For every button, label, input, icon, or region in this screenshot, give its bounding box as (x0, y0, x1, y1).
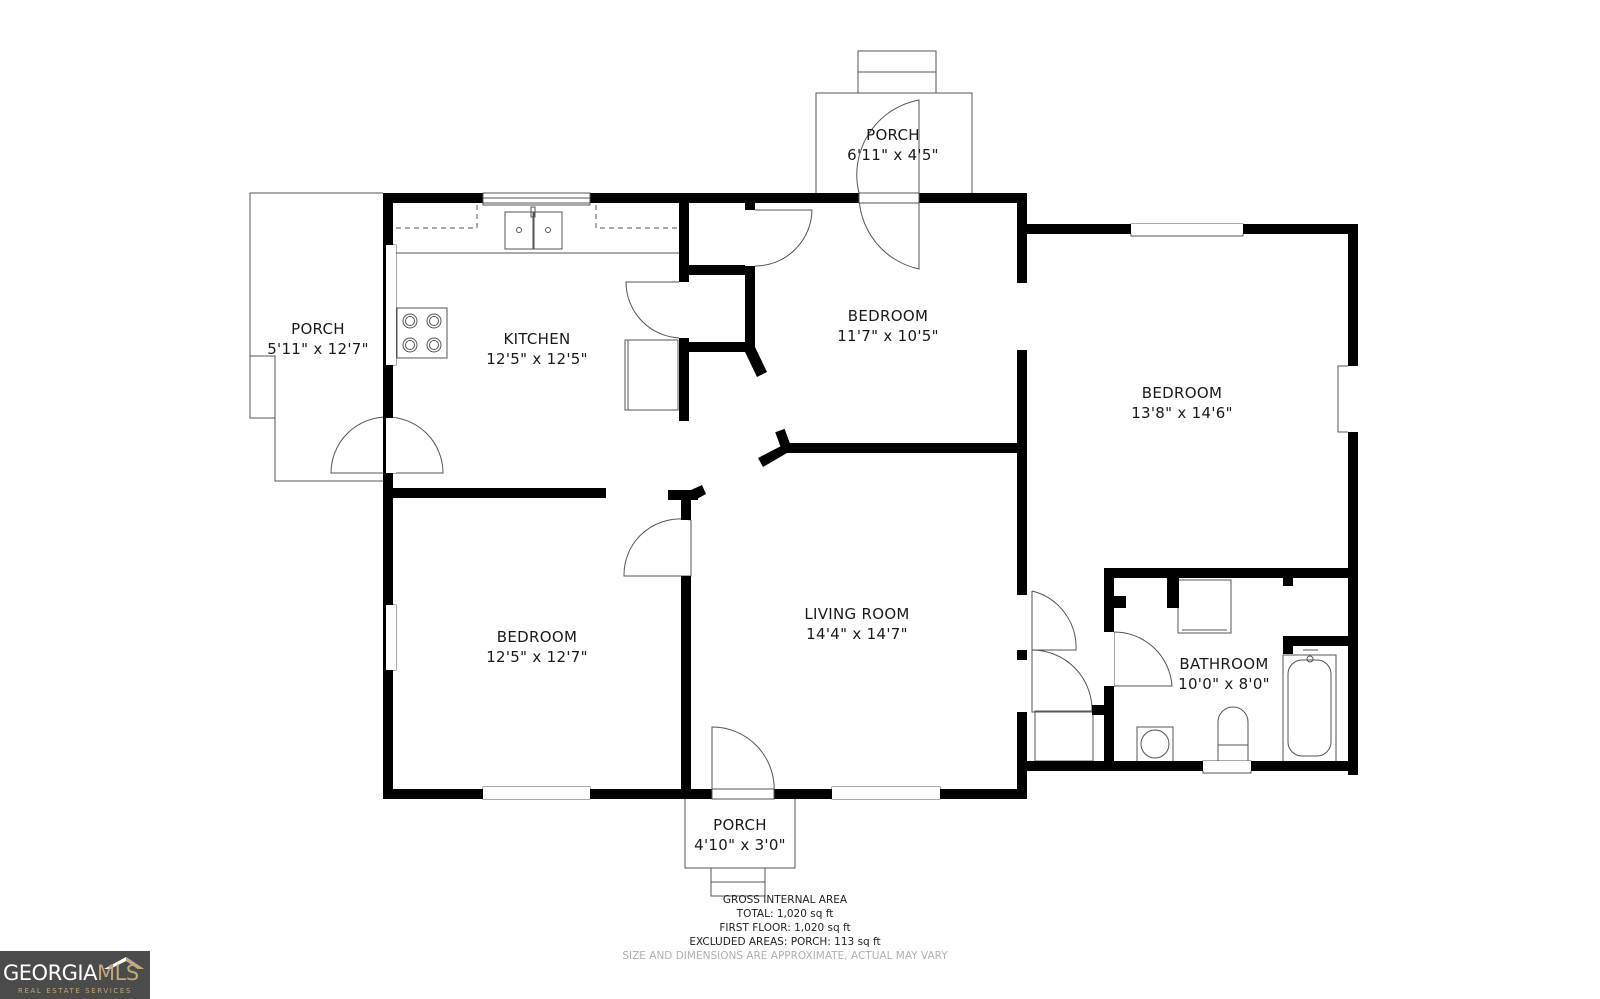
room-dimensions: 4'10" x 3'0" (694, 836, 786, 854)
room-label-bedroom-southwest: BEDROOM 12'5" x 12'7" (486, 627, 588, 667)
door-front (711, 726, 775, 795)
bathtub (1282, 654, 1337, 763)
room-name: BEDROOM (847, 307, 929, 325)
room-dimensions: 11'7" x 10'5" (837, 327, 939, 345)
room-name: LIVING ROOM (804, 605, 910, 623)
room-label-porch-west: PORCH 5'11" x 12'7" (267, 319, 369, 359)
georgia-mls-logo: GEORGIAMLS REAL ESTATE SERVICES (0, 951, 150, 999)
logo-brand: GEORGIAMLS (3, 961, 139, 985)
porch-north-outline (815, 50, 973, 193)
door-hall-1 (1031, 590, 1077, 651)
room-dimensions: 5'11" x 12'7" (267, 340, 369, 358)
area-total: TOTAL: 1,020 sq ft (736, 908, 834, 920)
area-excluded: EXCLUDED AREAS: PORCH: 113 sq ft (689, 936, 881, 948)
room-dimensions: 12'5" x 12'5" (486, 350, 588, 368)
logo-brand-accent: MLS (97, 961, 139, 985)
room-dimensions: 6'11" x 4'5" (847, 146, 939, 164)
room-label-living-room: LIVING ROOM 14'4" x 14'7" (804, 604, 909, 644)
room-label-porch-south: PORCH 4'10" x 3'0" (694, 815, 786, 855)
stove (396, 307, 448, 359)
disclaimer: SIZE AND DIMENSIONS ARE APPROXIMATE, ACT… (622, 950, 948, 962)
room-dimensions: 10'0" x 8'0" (1178, 675, 1270, 693)
area-heading: GROSS INTERNAL AREA (722, 894, 848, 906)
room-name: PORCH (713, 816, 767, 834)
room-label-bedroom-north: BEDROOM 11'7" x 10'5" (837, 306, 939, 346)
area-first-floor: FIRST FLOOR: 1,020 sq ft (719, 922, 851, 934)
door-bathroom (1113, 631, 1173, 687)
room-label-kitchen: KITCHEN 12'5" x 12'5" (486, 329, 588, 369)
door-hall-2 (1031, 649, 1093, 713)
logo-tagline: REAL ESTATE SERVICES (18, 987, 132, 995)
walls (383, 193, 1358, 799)
room-dimensions: 12'5" x 12'7" (486, 648, 588, 666)
room-name: PORCH (866, 126, 920, 144)
room-name: KITCHEN (503, 330, 571, 348)
door-kitchen-closet (625, 281, 683, 339)
door-north-porch (858, 192, 920, 270)
room-label-porch-north: PORCH 6'11" x 4'5" (847, 125, 939, 165)
roof-icon (104, 957, 144, 969)
door-bedroom-closet (754, 209, 813, 267)
logo-brand-main: GEORGIA (3, 961, 98, 985)
refrigerator (624, 339, 679, 411)
room-name: BEDROOM (496, 628, 578, 646)
porch-west-outline (249, 192, 383, 482)
room-label-bedroom-east: BEDROOM 13'8" x 14'6" (1131, 383, 1233, 423)
kitchen-counter (396, 205, 679, 254)
room-label-bathroom: BATHROOM 10'0" x 8'0" (1178, 654, 1270, 694)
room-name: PORCH (291, 320, 345, 338)
door-bedroom-sw (623, 518, 692, 577)
bath-vanity (1177, 579, 1232, 634)
area-summary: GROSS INTERNAL AREA TOTAL: 1,020 sq ft F… (622, 893, 947, 963)
room-name: BEDROOM (1141, 384, 1223, 402)
toilet (1217, 706, 1249, 763)
porch-south-outline (684, 794, 796, 897)
room-dimensions: 13'8" x 14'6" (1131, 404, 1233, 422)
room-name: BATHROOM (1179, 655, 1269, 673)
room-dimensions: 14'4" x 14'7" (806, 625, 908, 643)
